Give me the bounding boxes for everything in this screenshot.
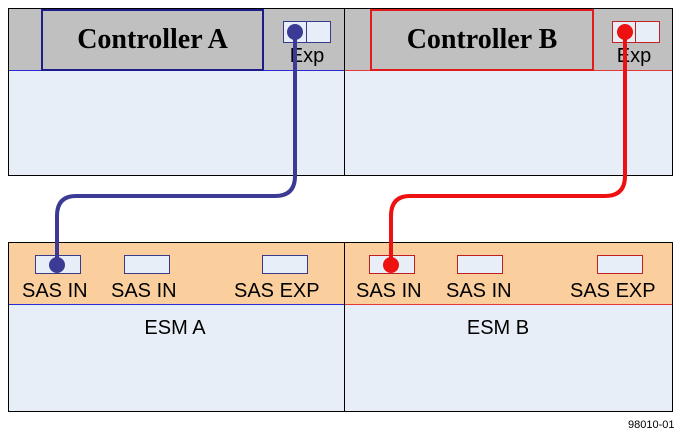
cable-a-controller-end	[287, 24, 303, 40]
cable-b-controller-end	[617, 24, 633, 40]
esm-a-name: ESM A	[144, 317, 206, 339]
esm-a-sas-in-2-port[interactable]	[124, 255, 170, 274]
esm-a-port-label-3: SAS EXP	[234, 280, 320, 302]
esm-b-sas-exp-port[interactable]	[597, 255, 643, 274]
esm-b-port-label-2: SAS IN	[446, 280, 512, 302]
cable-a-esm-end	[49, 257, 65, 273]
controller-tray-divider	[344, 8, 345, 176]
controller-b-title: Controller B	[370, 9, 594, 71]
cable-b-esm-end	[383, 257, 399, 273]
esm-a-port-label-2: SAS IN	[111, 280, 177, 302]
esm-a-sas-exp-port[interactable]	[262, 255, 308, 274]
controller-a-title: Controller A	[41, 9, 264, 71]
esm-b-name: ESM B	[466, 317, 530, 339]
figure-id: 98010-01	[628, 419, 675, 431]
controller-a-exp-port-divider	[306, 21, 307, 43]
esm-b-port-label-1: SAS IN	[356, 280, 422, 302]
esm-a-port-label-1: SAS IN	[22, 280, 88, 302]
controller-b-exp-port-divider	[635, 21, 636, 43]
esm-b-port-band	[345, 243, 672, 305]
esm-b-sas-in-2-port[interactable]	[457, 255, 503, 274]
esm-a-port-band	[9, 243, 344, 305]
cable-b	[389, 32, 627, 265]
drive-tray-divider	[344, 242, 345, 412]
esm-b-port-label-3: SAS EXP	[570, 280, 656, 302]
controller-a-exp-label: Exp	[289, 45, 325, 67]
cable-a	[55, 32, 297, 265]
